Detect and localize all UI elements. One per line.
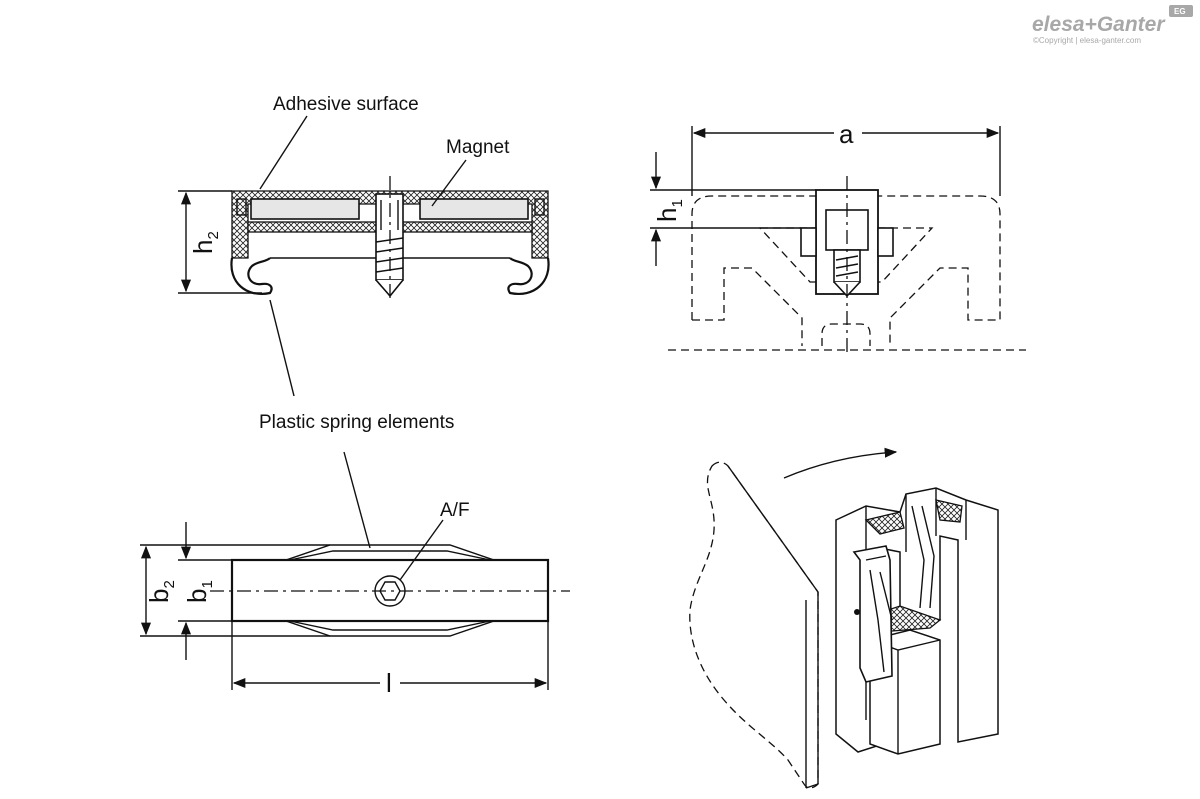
- spring-hook-right: [507, 257, 550, 296]
- logo-wordmark: elesa+Ganter: [1032, 13, 1166, 36]
- logo-copyright: ©Copyright | elesa-ganter.com: [1033, 36, 1141, 45]
- pocket-right: [534, 198, 545, 216]
- adhesive-surface-label: Adhesive surface: [273, 94, 419, 115]
- slot-spring-left: [800, 227, 817, 257]
- adhesive-frame: [231, 190, 549, 259]
- profile-section-a: [864, 511, 905, 535]
- profile-core: [821, 323, 871, 346]
- adhesive-leader: [259, 115, 308, 190]
- profile-outline: [691, 195, 1001, 346]
- svg-text:h2: h2: [188, 231, 222, 254]
- brand-logo: elesa+Ganter EG ©Copyright | elesa-gante…: [1032, 5, 1193, 45]
- spring-leader-bottom: [343, 451, 371, 549]
- mounted-element-screw-icon: [854, 609, 860, 615]
- plastic-spring-elements-label: Plastic spring elements: [259, 412, 454, 433]
- door-edge-corner: [805, 783, 819, 789]
- profile-view: a h1: [650, 119, 1026, 352]
- magnet-right: [419, 198, 529, 220]
- spring-top-inner: [289, 550, 491, 561]
- h2-dim-label: h2: [188, 231, 222, 254]
- door-panel-dashed: [689, 461, 819, 789]
- door-edge-top: [727, 465, 819, 593]
- spring-hook-left: [230, 257, 273, 296]
- spring-bottom-outer: [232, 620, 548, 637]
- slot-spring-right: [877, 227, 894, 257]
- profile-inner-groove: [911, 505, 935, 609]
- svg-text:h1: h1: [652, 199, 686, 222]
- af-leader: [399, 519, 444, 581]
- spring-top-outer: [232, 544, 548, 561]
- hex-socket-outer: [374, 575, 406, 607]
- logo-badge-icon: [1169, 5, 1193, 17]
- b2-dim-label: b2: [144, 580, 178, 603]
- magnet-leader: [431, 159, 467, 207]
- profile-section-b: [935, 499, 963, 523]
- a-dim-label: a: [839, 119, 854, 149]
- mounted-element: [852, 545, 893, 683]
- h1-dim-label: h1: [652, 199, 686, 222]
- magnet-left: [250, 198, 360, 220]
- hex-socket-icon: [379, 581, 401, 601]
- mounted-element-details: [865, 555, 893, 673]
- b1-dim-label: b1: [182, 580, 216, 603]
- spring-leader-top: [269, 299, 295, 397]
- svg-text:b2: b2: [144, 580, 178, 603]
- magnet-label: Magnet: [446, 137, 510, 158]
- spring-bottom-inner: [289, 620, 491, 631]
- af-label: A/F: [440, 500, 470, 521]
- top-view: b2 b1 l: [140, 451, 570, 698]
- motion-arrow-icon: [783, 447, 898, 479]
- section-view: h2: [178, 115, 550, 397]
- pocket-left: [236, 198, 247, 216]
- svg-text:b1: b1: [182, 580, 216, 603]
- logo-badge-text: EG: [1174, 7, 1186, 16]
- profile-slot: [758, 227, 934, 283]
- isometric-view: [689, 447, 999, 789]
- l-dim-label: l: [386, 668, 392, 698]
